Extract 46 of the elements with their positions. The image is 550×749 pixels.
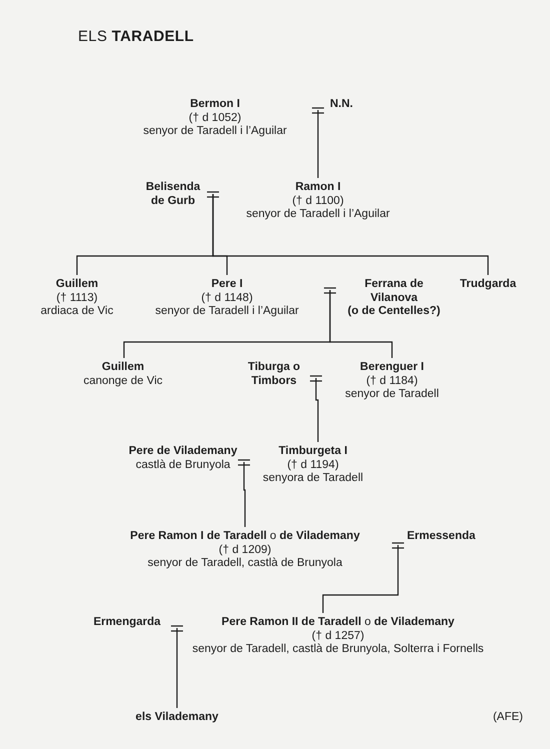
person-detail: canonge de Vic — [82, 374, 164, 388]
person-name: (o de Centelles?) — [346, 305, 442, 318]
person-detail: († d 1194) — [286, 458, 340, 472]
descent-line — [317, 110, 319, 178]
descent-line — [329, 290, 393, 358]
person-detail: († d 1184) — [365, 374, 419, 388]
person-name: Timburgeta I — [278, 445, 348, 458]
person-name: Trudgarda — [458, 278, 518, 292]
person-detail: senyor de Taradell i l’Aguilar — [154, 305, 300, 318]
person-name: Bermon I — [189, 98, 241, 112]
person-name: Pere de Vilademany — [128, 445, 238, 458]
person-name: Ermessenda — [407, 530, 476, 544]
person-name: Tiburga o Timbors — [246, 361, 302, 388]
descent-line — [212, 194, 489, 275]
person-name: Pere I — [210, 278, 244, 292]
person-detail: ardiaca de Vic — [40, 305, 114, 318]
person-detail: († 1113) — [55, 292, 99, 305]
person-name: Guillem — [100, 361, 146, 374]
person-detail: senyor de Taradell i l’Aguilar — [142, 125, 288, 138]
person-name: Ermengarda — [92, 616, 162, 630]
person-name: Ramon I — [294, 181, 342, 194]
person-detail: († d 1148) — [200, 292, 254, 305]
person-name: Pere Ramon II de Taradell o de Vilademany — [220, 616, 456, 630]
person-name: els Vilademany — [134, 711, 220, 724]
person-detail: senyora de Taradell — [262, 472, 364, 486]
person-name: Belisenda de Gurb — [144, 181, 202, 208]
person-detail: († d 1257) — [310, 630, 366, 643]
person-name: Berenguer I — [359, 361, 425, 374]
person-detail: († d 1052) — [188, 112, 242, 125]
person-detail: senyor de Taradell, castlà de Brunyola — [146, 557, 344, 570]
person-detail: († d 1100) — [291, 194, 345, 208]
descent-line — [315, 378, 319, 442]
source-note: (AFE) — [492, 711, 523, 723]
person-name: Ferrana de Vilanova — [364, 278, 424, 305]
person-name: Pere Ramon I de Taradell o de Vilademany — [129, 530, 361, 544]
descent-line — [176, 628, 178, 708]
person-detail: senyor de Taradell, castlà de Brunyola, Solterra i Fornells — [191, 643, 485, 656]
person-detail: castlà de Brunyola — [134, 458, 232, 472]
person-detail: senyor de Taradell i l’Aguilar — [245, 208, 391, 222]
descent-line — [322, 545, 399, 613]
person-name: Guillem — [54, 278, 100, 292]
person-detail: senyor de Taradell — [344, 388, 440, 402]
person-detail: († d 1209) — [218, 544, 272, 557]
descent-line — [243, 462, 246, 527]
title: ELS TARADELL — [78, 28, 194, 45]
person-name: N.N. — [330, 98, 354, 112]
